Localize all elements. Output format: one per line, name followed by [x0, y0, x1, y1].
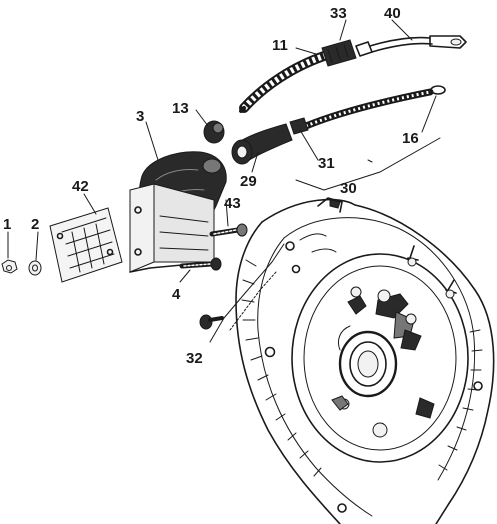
cable-grommet-29 [231, 123, 293, 165]
label-32: 32 [186, 350, 203, 367]
screw-32 [199, 314, 224, 330]
label-1: 1 [3, 216, 11, 233]
label-16: 16 [402, 130, 419, 147]
label-33: 33 [330, 5, 347, 22]
label-40: 40 [384, 5, 401, 22]
screw-4 [179, 257, 222, 271]
label-30: 30 [340, 180, 357, 197]
label-43: 43 [224, 195, 241, 212]
label-2: 2 [31, 216, 39, 233]
label-4: 4 [172, 286, 181, 303]
lt-lead-cable [289, 85, 446, 135]
cap-13 [203, 120, 225, 144]
stator-housing [235, 197, 495, 524]
label-29: 29 [240, 173, 257, 190]
label-31: 31 [318, 155, 335, 172]
washer-2 [28, 260, 42, 276]
cable-sleeve-33 [321, 39, 373, 67]
ht-lead-cable [239, 49, 335, 113]
screw-43 [209, 223, 248, 237]
cable-end-40 [369, 35, 467, 53]
label-13: 13 [172, 100, 189, 117]
label-11: 11 [272, 37, 288, 54]
label-42: 42 [72, 178, 89, 195]
gasket-42 [49, 207, 123, 283]
ignition-coil-3 [129, 151, 227, 273]
part-labels: 1 2 42 3 13 43 4 32 29 11 33 40 31 16 30 [3, 5, 419, 367]
leader-lines [7, 19, 441, 343]
label-3: 3 [136, 108, 144, 125]
nut-1 [1, 259, 18, 274]
